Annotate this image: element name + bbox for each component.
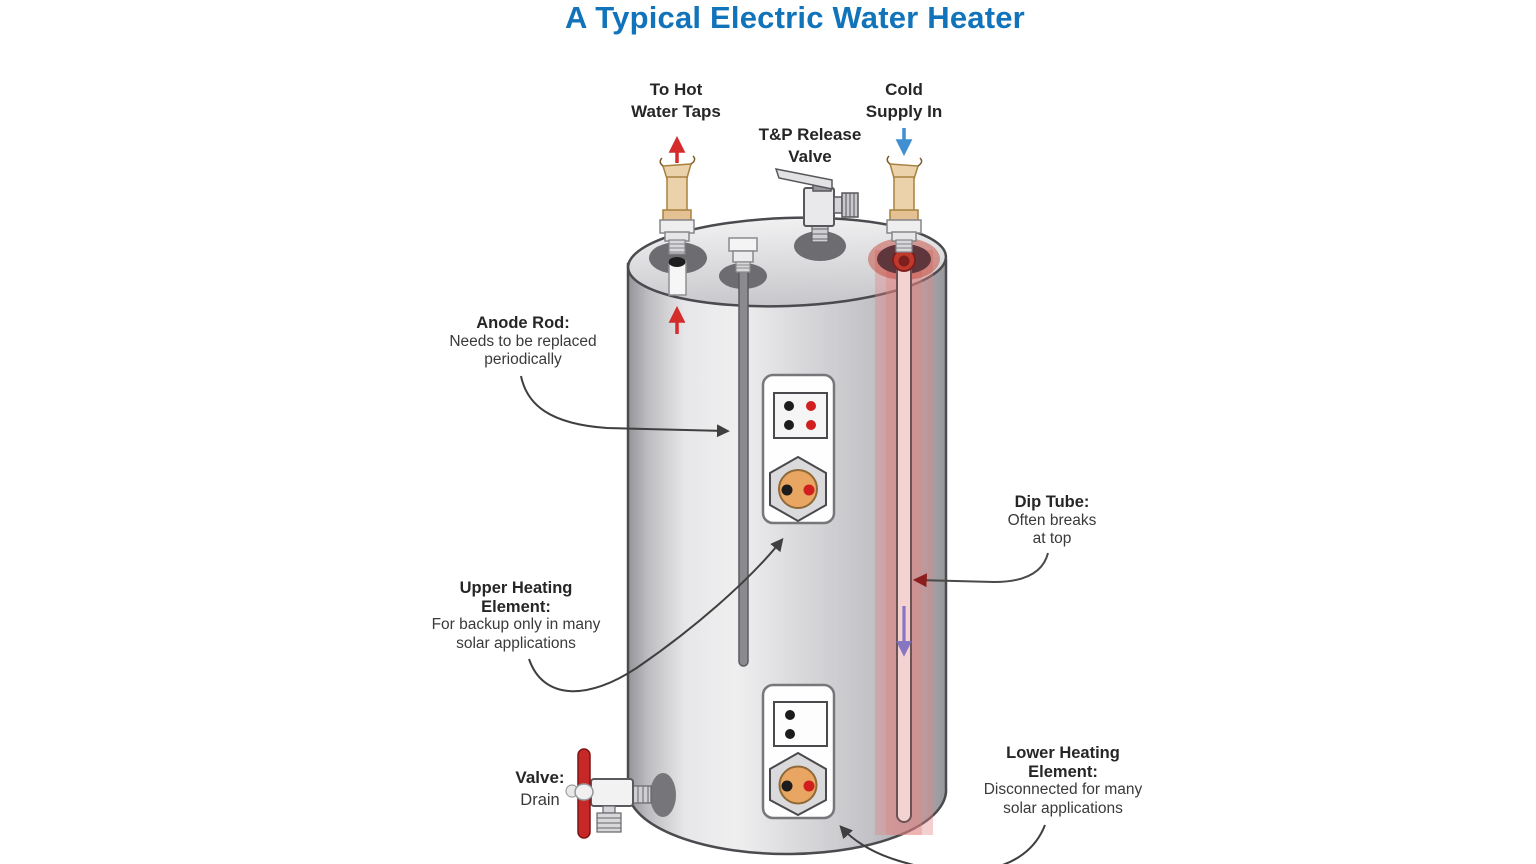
tank-body [626,258,948,856]
label-cold-supply-in: Cold Supply In [865,80,943,121]
tank-top [626,216,948,308]
tp-valve-port [794,231,846,261]
lower-element-leader-arrow [839,824,1046,864]
hot-outlet-stub [668,257,687,296]
label-drain-valve: Valve: Drain [515,768,565,809]
page-title: A Typical Electric Water Heater [565,0,1025,35]
tp-release-valve [774,168,859,243]
label-anode-rod: Anode Rod: Needs to be replaced periodic… [449,314,597,368]
label-dip-tube: Dip Tube: Often breaks at top [1007,493,1097,547]
tank [626,216,948,856]
hot-outlet-pipe [659,155,696,255]
upper-element-leader-arrow [528,537,784,693]
label-hot-water-taps: To Hot Water Taps [631,80,721,121]
label-upper-heating-element: Upper Heating Element: For backup only i… [431,579,601,652]
label-tp-release-valve: T&P Release Valve [758,125,862,166]
label-lower-heating-element: Lower Heating Element: Disconnected for … [983,744,1143,817]
lower-heating-element [761,683,836,820]
cold-inlet-pipe [886,155,923,253]
dip-tube-leader-arrow [912,552,1049,588]
dip-tube [892,248,916,823]
drain-valve [565,748,676,839]
drain-port [650,773,676,817]
anode-rod [728,237,758,667]
anode-leader-arrow [520,375,730,438]
upper-heating-element [761,373,836,525]
